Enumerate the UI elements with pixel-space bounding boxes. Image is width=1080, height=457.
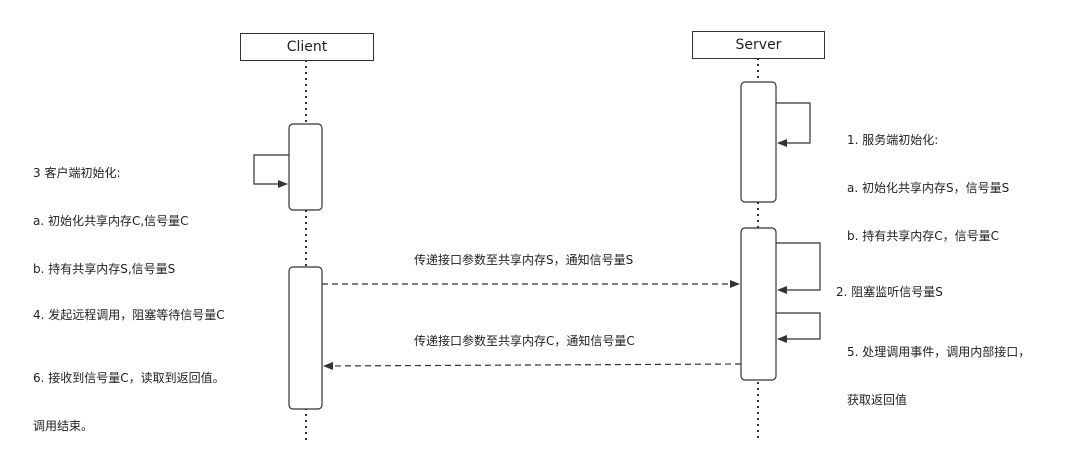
note-line: 4. 发起远程调用，阻塞等待信号量C xyxy=(33,308,225,322)
client-participant: Client xyxy=(240,33,374,61)
server-block-self-arrow xyxy=(776,242,821,294)
note-line: a. 初始化共享内存S，信号量S xyxy=(847,181,1010,195)
note-line: 6. 接收到信号量C，读取到返回值。 xyxy=(33,371,225,385)
client-activation-call xyxy=(288,266,323,410)
note-line: b. 持有共享内存S,信号量S xyxy=(33,262,176,276)
server-participant-label: Server xyxy=(735,37,782,53)
client-init-self-arrow xyxy=(253,154,289,188)
note-line: a. 初始化共享内存C,信号量C xyxy=(33,214,189,228)
server-activation-init xyxy=(740,81,777,203)
client-participant-label: Client xyxy=(286,39,328,55)
response-label: 传递接口参数至共享内存C，通知信号量C xyxy=(414,334,635,348)
note-line: 获取返回值 xyxy=(847,393,908,407)
note-line: 调用结束。 xyxy=(33,419,94,433)
note-line: b. 持有共享内存C，信号量C xyxy=(847,229,1000,243)
note-line: 5. 处理调用事件，调用内部接口， xyxy=(847,345,1031,359)
server-init-self-arrow xyxy=(776,102,811,147)
note-line: 2. 阻塞监听信号量S xyxy=(836,285,943,299)
client-receive-note: 6. 接收到信号量C，读取到返回值。 调用结束。 xyxy=(33,338,225,450)
client-init-note: 3 客户端初始化: a. 初始化共享内存C,信号量C b. 持有共享内存S,信号… xyxy=(33,133,189,293)
server-activation-handle xyxy=(740,227,777,381)
client-activation-init xyxy=(288,123,323,211)
response-arrow xyxy=(323,361,742,370)
note-line: 1. 服务端初始化: xyxy=(847,133,939,147)
server-block-note: 2. 阻塞监听信号量S xyxy=(836,252,943,316)
server-handle-note: 5. 处理调用事件，调用内部接口， 获取返回值 xyxy=(847,312,1030,424)
note-line: 3 客户端初始化: xyxy=(33,166,121,180)
request-label: 传递接口参数至共享内存S，通知信号量S xyxy=(414,253,634,267)
server-participant: Server xyxy=(692,31,825,59)
client-call-note: 4. 发起远程调用，阻塞等待信号量C xyxy=(33,275,225,339)
server-init-note: 1. 服务端初始化: a. 初始化共享内存S，信号量S b. 持有共享内存C，信… xyxy=(847,100,1009,260)
server-handle-self-arrow xyxy=(776,312,821,343)
